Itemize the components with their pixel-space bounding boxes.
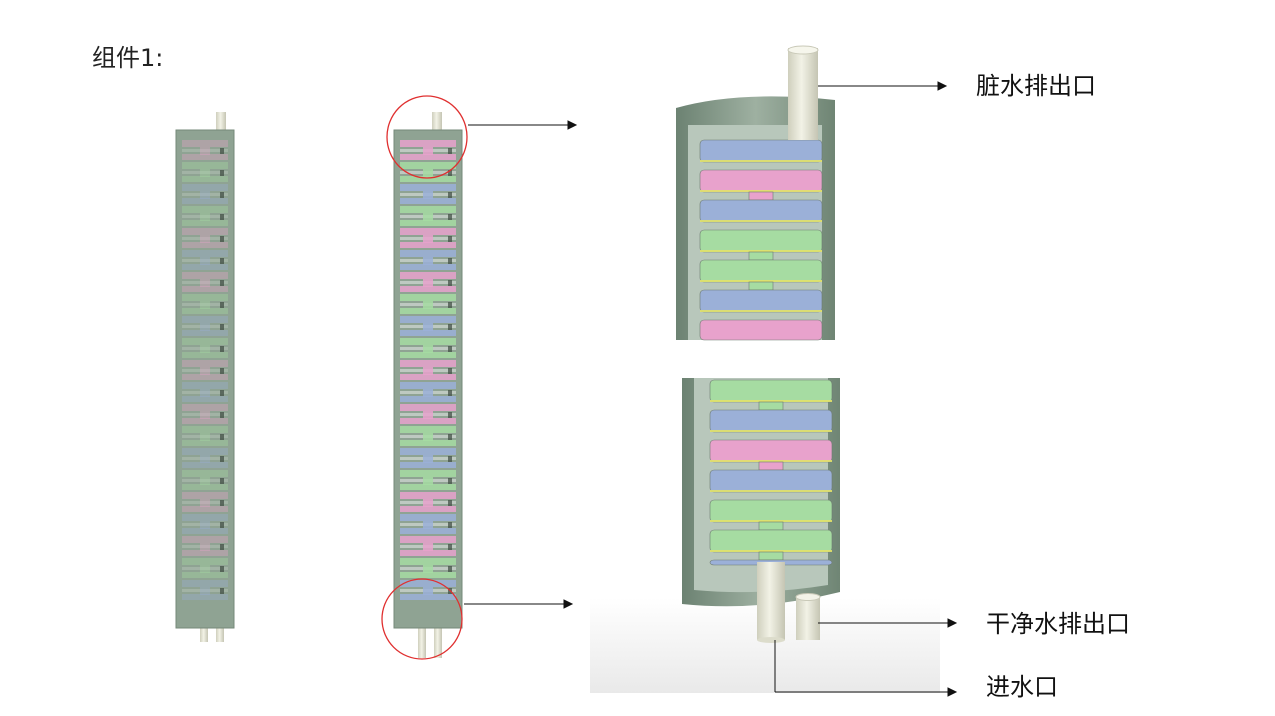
inlet-label: 进水口 — [986, 673, 1058, 701]
zoom-circle-icon — [386, 95, 468, 179]
arrow-icon — [774, 81, 958, 697]
dirty-outlet-label: 脏水排出口 — [976, 72, 1096, 100]
zoom-circle-icon — [381, 578, 463, 660]
arrow-icon — [464, 120, 578, 609]
top-zoom-render — [676, 45, 835, 341]
filter-column-icon — [393, 112, 463, 658]
filter-column-icon — [175, 112, 235, 642]
clean-outlet-label: 干净水排出口 — [986, 610, 1130, 638]
bottom-zoom-render — [590, 378, 940, 693]
page-title: 组件1: — [92, 44, 164, 72]
